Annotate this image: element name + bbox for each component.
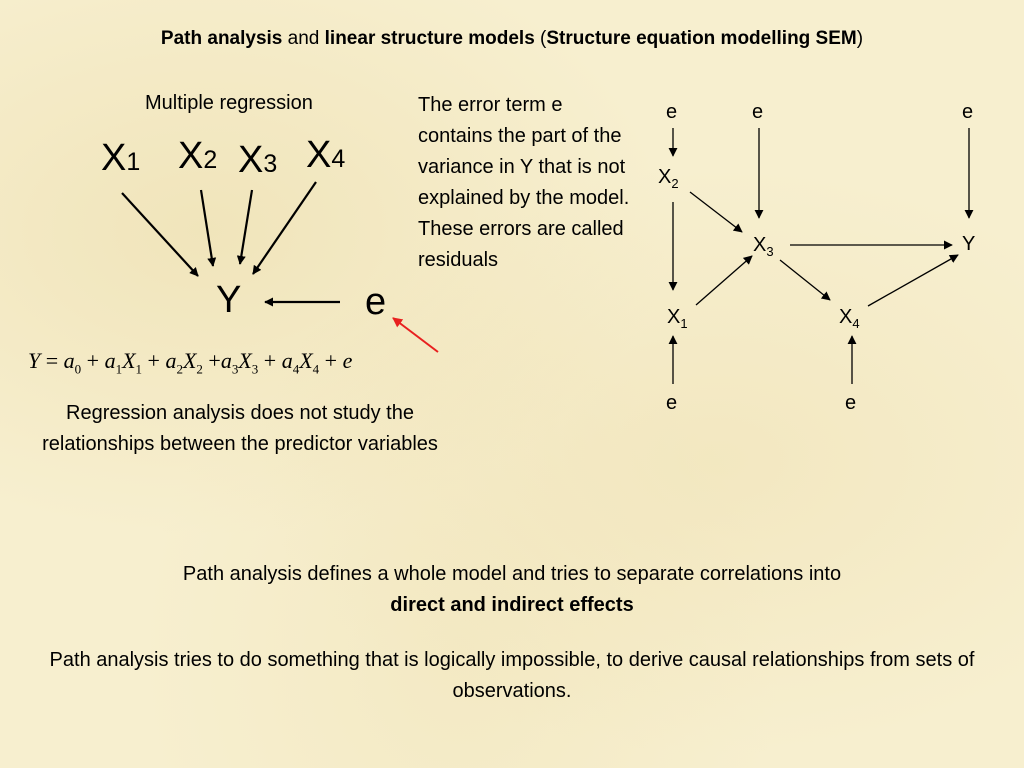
title-and: and [287, 28, 320, 49]
arrow-x3-y [236, 189, 254, 265]
path-arrow-x2-x3 [689, 191, 743, 233]
node-x1: X1 [101, 137, 141, 179]
path-node-e-top1: e [666, 101, 678, 123]
paragraph-path-analysis-impossible: Path analysis tries to do something that… [49, 649, 975, 702]
regression-equation: Y = a0 + a1X1 + a2X2 +a3X3 + a4X4 + e [28, 348, 353, 377]
path-node-e-top3: e [962, 101, 974, 123]
multiple-regression-heading: Multiple regression [145, 92, 313, 114]
path-node-e-top2: e [752, 101, 764, 123]
node-x3: X3 [238, 139, 278, 181]
node-y: Y [216, 279, 242, 321]
path-node-y: Y [962, 233, 976, 255]
path-node-e-bottom2: e [845, 392, 857, 414]
title-open-paren: ( [540, 28, 547, 49]
arrow-highlight-e [392, 317, 439, 353]
paragraph-path-analysis-defines: Path analysis defines a whole model and … [0, 559, 1024, 621]
node-x2: X2 [178, 135, 218, 177]
error-term-note: The error term e contains the part of th… [418, 94, 630, 271]
path-node-x2: X2 [658, 166, 679, 191]
path-arrow-x1-x3 [695, 255, 753, 306]
regression-note: Regression analysis does not study the r… [42, 402, 438, 455]
paragraph1-line1: Path analysis defines a whole model and … [182, 563, 842, 585]
arrow-x4-y [252, 181, 317, 275]
path-node-x3: X3 [753, 234, 774, 259]
arrow-x1-y [121, 192, 199, 277]
path-node-e-bottom1: e [666, 392, 678, 414]
title-path-analysis: Path analysis [160, 28, 283, 49]
slide-title: Path analysis and linear structure model… [0, 28, 1024, 50]
title-sem: Structure equation modelling SEM [546, 28, 857, 49]
title-close-paren: ) [856, 28, 864, 49]
arrow-x2-y [199, 189, 217, 267]
path-node-x4: X4 [839, 306, 860, 331]
paragraph1-line2: direct and indirect effects [390, 594, 634, 616]
node-e: e [365, 281, 387, 323]
path-arrow-x4-y [867, 254, 959, 307]
path-arrow-x3-x4 [779, 259, 831, 301]
path-node-x1: X1 [667, 306, 688, 331]
title-linear-structure-models: linear structure models [324, 28, 535, 49]
node-x4: X4 [306, 134, 346, 176]
